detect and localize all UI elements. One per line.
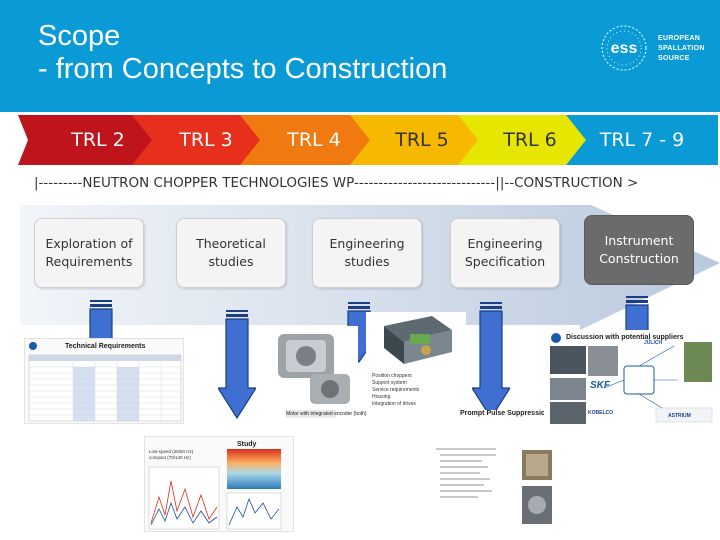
supplier-astrium-logo: ASTRIUM bbox=[668, 413, 691, 419]
pulse-suppression-graphic bbox=[436, 448, 552, 524]
phase-label: Theoretical studies bbox=[196, 236, 266, 269]
trl-label-7-9: TRL 7 - 9 bbox=[599, 129, 685, 151]
supplier-juelich-logo: JÜLICH bbox=[644, 340, 663, 346]
requirements-table-graphic bbox=[28, 342, 182, 422]
trl-chevron-5 bbox=[350, 115, 486, 165]
list-item: Integration of drives bbox=[372, 401, 416, 407]
down-arrow-specification bbox=[472, 302, 510, 420]
trl-chevron-2 bbox=[18, 115, 160, 165]
thumbnail-suppliers: Discussion with potential suppliers JÜLI… bbox=[544, 330, 716, 426]
thumbnail-pulse-suppression: Prompt Pulse Suppression bbox=[430, 410, 560, 530]
phase-label: Engineering Specification bbox=[464, 236, 546, 269]
study-legend: Low-speed (25/50 Hz) compact (70/140 Hz) bbox=[149, 449, 193, 461]
phase-label: Instrument Construction bbox=[599, 233, 679, 266]
slide-title: Scope - from Concepts to Construction bbox=[38, 20, 447, 86]
trl-label-3: TRL 3 bbox=[179, 129, 233, 151]
ess-logo: ess EUROPEAN SPALLATION SOURCE bbox=[596, 22, 714, 74]
thumbnail-title: Technical Requirements bbox=[65, 343, 146, 350]
thumbnail-chopper-render: Motor with integrated encoder (both) bbox=[258, 326, 367, 424]
render-caption: Motor with integrated encoder (both) bbox=[286, 411, 367, 417]
logo-mark: ess bbox=[611, 40, 638, 57]
legend-entry: compact (70/140 Hz) bbox=[149, 455, 191, 460]
ess-logo-icon: ess bbox=[601, 25, 647, 71]
phase-label: Exploration of Requirements bbox=[45, 236, 133, 269]
trl-chevron-7-9 bbox=[566, 115, 718, 165]
thumbnail-title: Prompt Pulse Suppression bbox=[460, 410, 550, 417]
phase-theoretical-studies: Theoretical studies bbox=[176, 218, 286, 288]
trl-label-4: TRL 4 bbox=[287, 129, 341, 151]
logo-wordmark: EUROPEAN SPALLATION SOURCE bbox=[658, 34, 705, 64]
phase-engineering-studies: Engineering studies bbox=[312, 218, 422, 288]
list-item: Position choppers bbox=[372, 373, 412, 379]
list-item: Support system bbox=[372, 380, 407, 386]
list-item: Housing bbox=[372, 394, 391, 400]
thumbnail-theoretical-study: Study Low-speed (25/50 Hz) compact (70/1… bbox=[144, 436, 294, 532]
engineering-study-list: Position choppers Support system Service… bbox=[366, 373, 466, 408]
chopper-render-graphic bbox=[278, 334, 350, 418]
logo-line-2: SPALLATION bbox=[658, 45, 705, 52]
thumbnail-requirements-table: Technical Requirements bbox=[24, 338, 184, 424]
phase-instrument-construction: Instrument Construction bbox=[584, 215, 694, 285]
trl-label-5: TRL 5 bbox=[395, 129, 449, 151]
title-line-2: - from Concepts to Construction bbox=[38, 53, 448, 85]
phase-label: Engineering studies bbox=[329, 236, 405, 269]
engineering-model-graphic bbox=[384, 316, 452, 364]
supplier-kobelco-logo: KOBELCO bbox=[588, 410, 613, 416]
suppliers-graphic bbox=[550, 333, 713, 424]
study-plots-graphic bbox=[148, 449, 282, 530]
trl-label-2: TRL 2 bbox=[71, 129, 125, 151]
work-package-line: |---------NEUTRON CHOPPER TECHNOLOGIES W… bbox=[34, 175, 639, 191]
trl-chevron-6 bbox=[458, 115, 594, 165]
thumbnail-engineering-study: Position choppers Support system Service… bbox=[366, 312, 466, 412]
trl-label-6: TRL 6 bbox=[503, 129, 557, 151]
thumbnail-title: Study bbox=[237, 441, 257, 448]
phase-engineering-specification: Engineering Specification bbox=[450, 218, 560, 288]
phase-exploration-of-requirements: Exploration of Requirements bbox=[34, 218, 144, 288]
logo-line-1: EUROPEAN bbox=[658, 35, 701, 42]
supplier-skf-logo: SKF bbox=[590, 380, 610, 391]
trl-chevron-4 bbox=[240, 115, 378, 165]
list-item: Service requirements bbox=[372, 387, 420, 393]
legend-entry: Low-speed (25/50 Hz) bbox=[149, 449, 194, 454]
logo-line-3: SOURCE bbox=[658, 55, 690, 62]
thumbnail-title: Discussion with potential suppliers bbox=[566, 334, 684, 341]
title-line-1: Scope bbox=[38, 20, 121, 52]
down-arrow-theoretical bbox=[218, 310, 256, 420]
header-bar: Scope - from Concepts to Construction es… bbox=[0, 0, 720, 112]
trl-chevron-strip bbox=[18, 115, 718, 165]
trl-chevron-3 bbox=[132, 115, 268, 165]
